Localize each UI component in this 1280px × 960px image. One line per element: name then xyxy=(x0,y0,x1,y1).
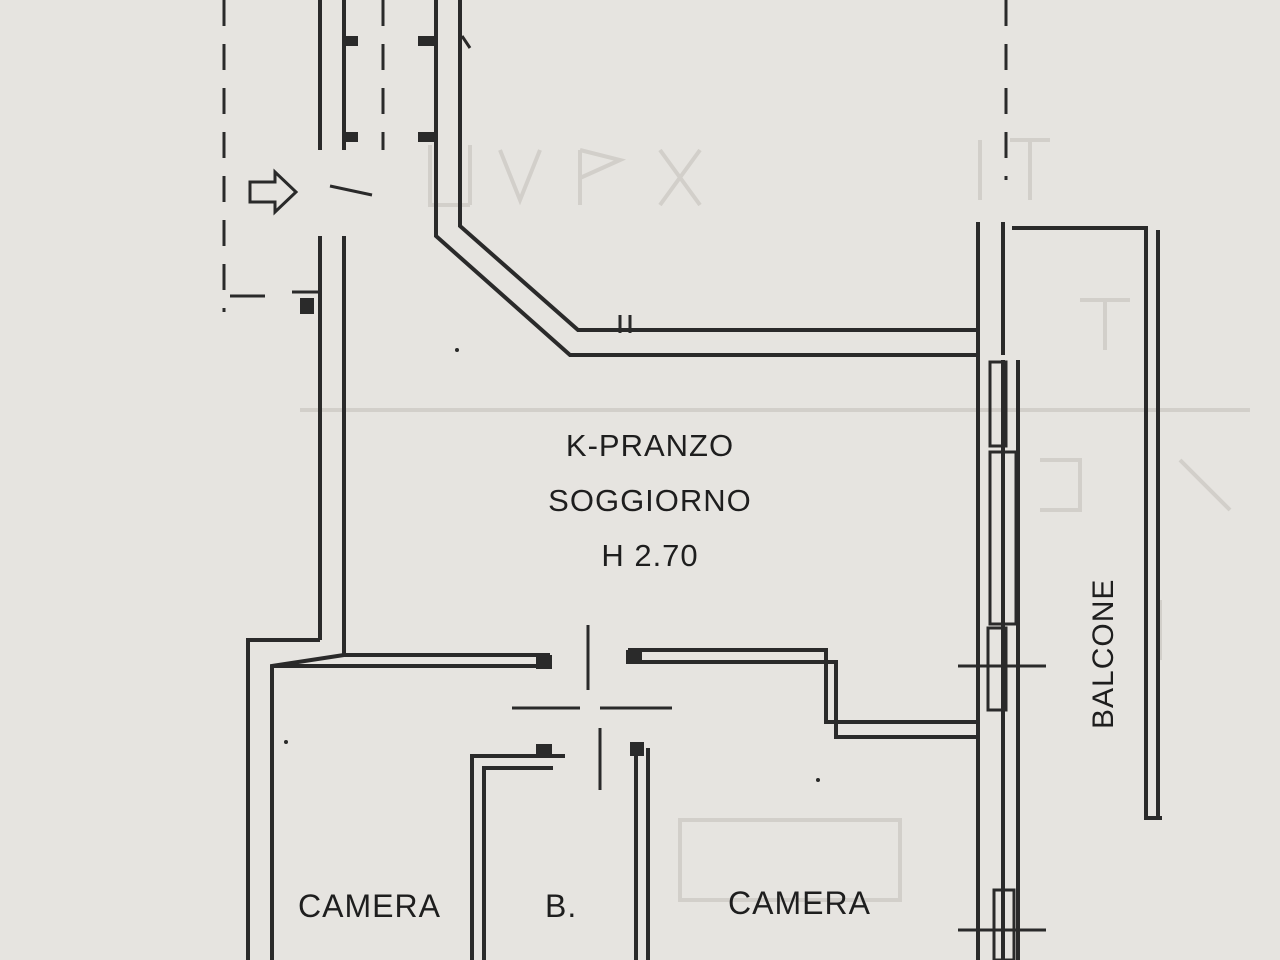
boundary-lines xyxy=(222,0,1008,312)
walls xyxy=(246,0,1020,960)
living-room-sublabel: SOGGIORNO xyxy=(548,483,752,518)
bathroom-label: B. xyxy=(545,888,578,924)
ceiling-height-label: H 2.70 xyxy=(601,538,699,573)
door-jambs xyxy=(300,36,644,758)
entrance-arrow-icon xyxy=(248,168,299,216)
balcony-outline xyxy=(1012,226,1162,820)
boundary-ticks xyxy=(230,290,318,298)
paper-bleed xyxy=(300,138,1250,902)
balcony-label: BALCONE xyxy=(1087,578,1120,729)
door-lines xyxy=(329,35,672,790)
bedroom-left-label: CAMERA xyxy=(298,888,441,924)
bedroom-right-label: CAMERA xyxy=(728,885,871,921)
specks xyxy=(284,348,820,782)
windows xyxy=(958,360,1046,960)
living-room-label: K-PRANZO xyxy=(565,428,735,463)
